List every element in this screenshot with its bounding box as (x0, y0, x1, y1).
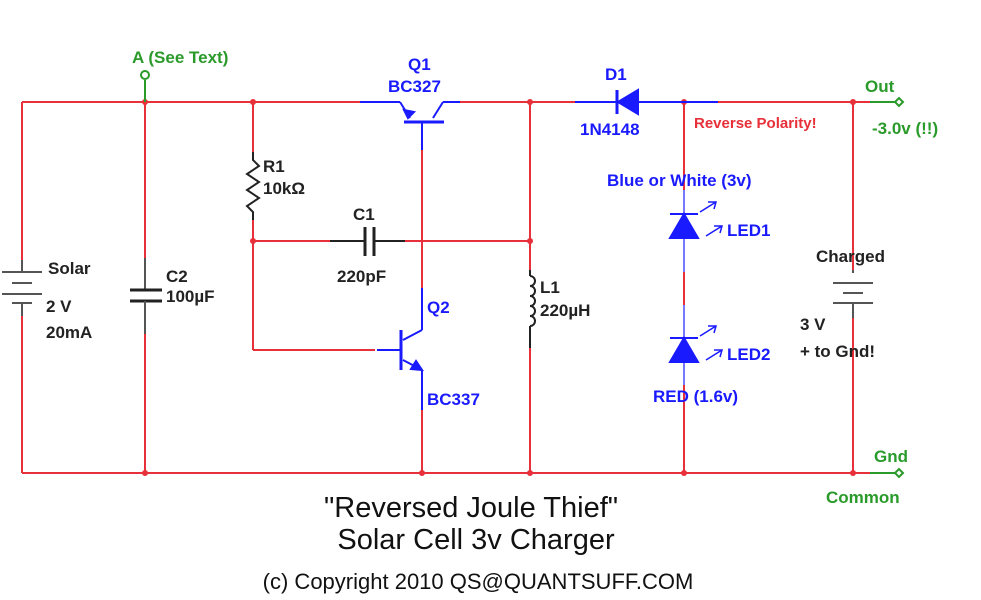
q1-part: BC327 (388, 77, 441, 96)
copyright: (c) Copyright 2010 QS@QUANTSUFF.COM (263, 569, 694, 594)
diode-d1-icon (575, 88, 718, 116)
reverse-polarity-note: Reverse Polarity! (694, 115, 817, 132)
inductor-l1-icon (529, 270, 536, 348)
wires (21, 101, 885, 474)
out-label: Out (865, 77, 895, 96)
capacitor-c1-icon (330, 227, 405, 256)
c1-name: C1 (353, 205, 375, 224)
transistor-q1-icon (360, 101, 460, 150)
junction-dots (142, 99, 856, 476)
c2-name: C2 (166, 267, 188, 286)
battery-voltage: 3 V (800, 315, 826, 334)
probe-out (870, 96, 905, 108)
d1-part: 1N4148 (580, 120, 640, 139)
resistor-r1-icon (245, 152, 261, 220)
d1-name: D1 (605, 65, 627, 84)
solar-cell-icon (2, 260, 42, 316)
led1-note: Blue or White (3v) (607, 171, 752, 190)
out-voltage: -3.0v (!!) (872, 119, 938, 138)
q2-name: Q2 (427, 298, 450, 317)
solar-name: Solar (48, 259, 91, 278)
probe-gnd (870, 467, 905, 479)
title-line1: "Reversed Joule Thief" (324, 492, 618, 524)
led1-icon (668, 190, 723, 272)
transistor-q2-icon (377, 288, 424, 410)
l1-value: 220µH (540, 301, 590, 320)
r1-value: 10kΩ (263, 179, 305, 198)
solar-current: 20mA (46, 323, 92, 342)
probe-a (140, 70, 150, 102)
led2-note: RED (1.6v) (653, 387, 738, 406)
title-line2: Solar Cell 3v Charger (337, 524, 615, 556)
gnd-label: Gnd (874, 447, 908, 466)
battery-label: Charged (816, 247, 885, 266)
solar-voltage: 2 V (46, 297, 72, 316)
probe-a-label: A (See Text) (132, 48, 228, 67)
q1-name: Q1 (408, 55, 431, 74)
gnd-sublabel: Common (826, 488, 900, 507)
led2-icon (668, 305, 723, 385)
battery-note: + to Gnd! (800, 342, 875, 361)
l1-name: L1 (540, 278, 560, 297)
c1-value: 220pF (337, 267, 386, 286)
led1-name: LED1 (727, 221, 770, 240)
battery-icon (833, 270, 873, 318)
led2-name: LED2 (727, 345, 770, 364)
q2-part: BC337 (427, 390, 480, 409)
r1-name: R1 (263, 157, 285, 176)
c2-value: 100µF (166, 287, 215, 306)
capacitor-c2-icon (130, 258, 162, 334)
